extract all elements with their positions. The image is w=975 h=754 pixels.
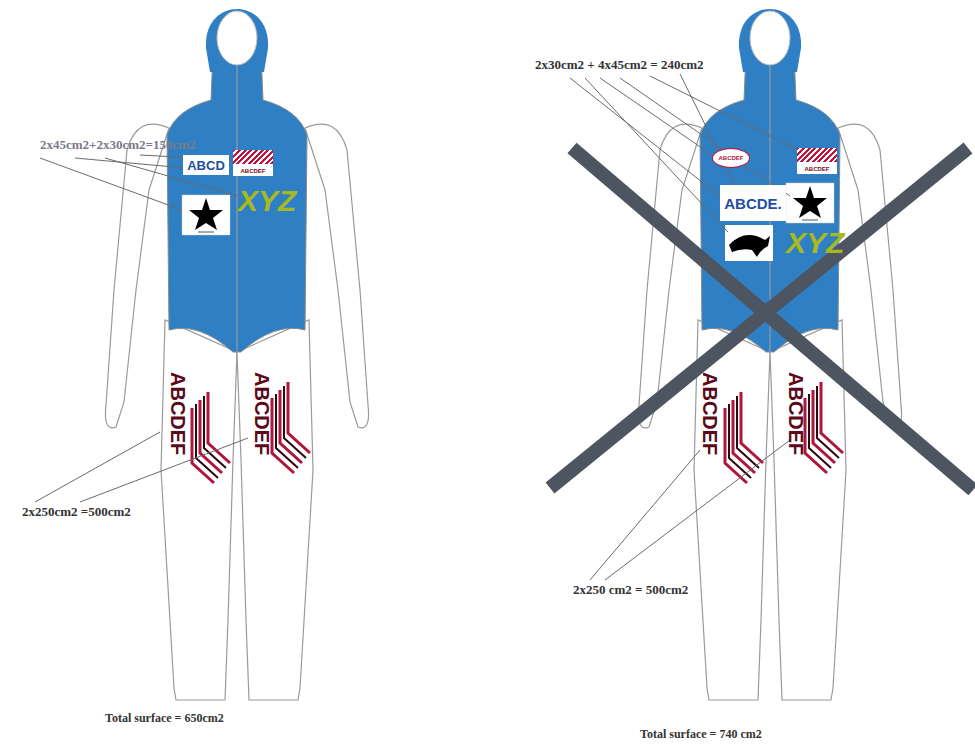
leg-logo-text: ABCDEF xyxy=(168,372,188,455)
logo-box: ABCDE. xyxy=(720,185,786,221)
cross-mark xyxy=(550,148,968,488)
oval-logo: ABCDEF xyxy=(712,148,750,168)
total-note: Total surface = 650cm2 xyxy=(105,712,224,724)
logo-text: ABCDEF xyxy=(719,155,744,161)
logo-text: ABCD xyxy=(187,158,225,173)
leader-lines xyxy=(35,74,798,580)
area-note: 2x30cm2 + 4x45cm2 = 240cm2 xyxy=(535,58,704,71)
logo-text: XYZ xyxy=(786,228,844,258)
total-note: Total surface = 740 cm2 xyxy=(640,728,762,740)
leg-logo-text: ABCDEF xyxy=(786,372,806,455)
area-note: 2x250 cm2 = 500cm2 xyxy=(573,583,688,596)
dolphin-logo xyxy=(725,225,773,261)
logo-text: ABCDE. xyxy=(724,195,782,212)
logo-text: ABCDEF xyxy=(805,166,830,172)
stripe-logo: ABCDEF xyxy=(233,150,273,176)
area-note: 2x250cm2 =500cm2 xyxy=(22,505,131,518)
leg-logo-text: ABCDEF xyxy=(252,372,272,455)
logo-text: ABCDEF xyxy=(241,168,266,174)
stripe-logo: ABCDEF xyxy=(797,148,837,174)
leg-logo-text: ABCDEF xyxy=(700,372,720,455)
logo-text: XYZ xyxy=(238,186,296,216)
area-note: 2x45cm2+2x30cm2=150cm2 xyxy=(40,138,196,151)
logo-box: ABCD xyxy=(183,155,229,175)
